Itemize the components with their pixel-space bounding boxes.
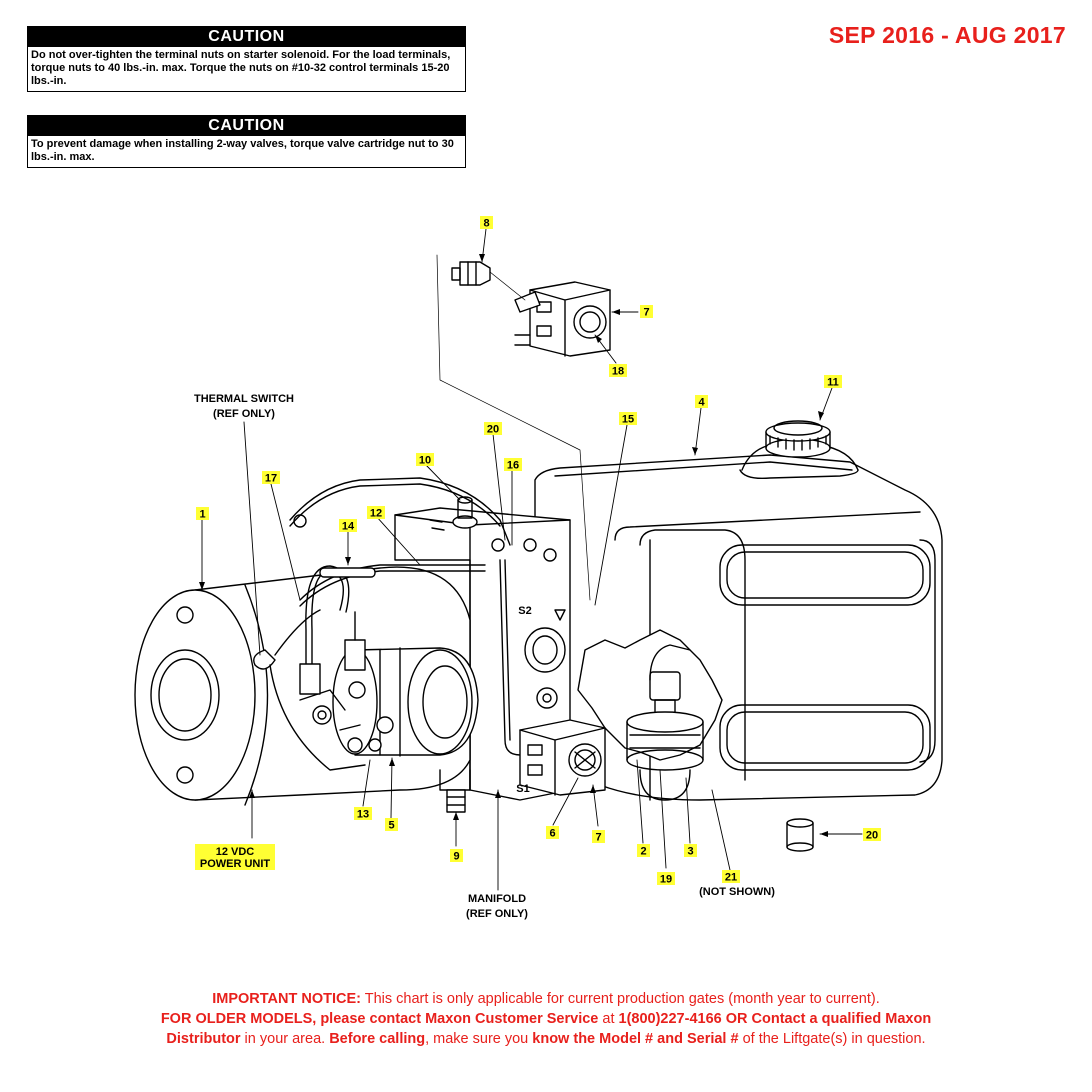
callout-17: 17 — [262, 471, 280, 485]
callout-5: 5 — [385, 818, 398, 832]
callout-9: 9 — [450, 849, 463, 863]
caution-title: CAUTION — [28, 116, 465, 136]
callout-14: 14 — [339, 519, 357, 533]
callout-2: 2 — [637, 844, 650, 858]
callout-1: 1 — [196, 507, 209, 521]
bottom-fitting — [439, 769, 471, 813]
callout-18: 18 — [609, 364, 627, 378]
callout-7-bottom: 7 — [592, 830, 605, 844]
notice-line-1: IMPORTANT NOTICE: This chart is only app… — [212, 991, 880, 1007]
caution-box-valve-torque: CAUTION To prevent damage when installin… — [27, 115, 466, 168]
callout-20-right: 20 — [863, 828, 881, 842]
callout-16: 16 — [504, 458, 522, 472]
svg-text:2: 2 — [640, 846, 646, 858]
explosion-guide-lines — [436, 254, 591, 601]
svg-text:3: 3 — [687, 846, 693, 858]
callout-11: 11 — [824, 375, 842, 389]
callout-6: 6 — [546, 826, 559, 840]
callout-20-top: 20 — [484, 422, 502, 436]
notice-line-2: FOR OLDER MODELS, please contact Maxon C… — [160, 1011, 932, 1027]
caution-title: CAUTION — [28, 27, 465, 47]
valve-s1 — [519, 719, 606, 796]
svg-text:11: 11 — [827, 377, 839, 389]
port-s2-label: S2 — [518, 605, 531, 617]
callout-3: 3 — [684, 844, 697, 858]
callout-numbers: 1 17 14 12 10 20 16 15 4 11 8 7 18 13 5 … — [196, 216, 881, 886]
callout-12: 12 — [367, 506, 385, 520]
callout-8: 8 — [480, 216, 493, 230]
svg-text:13: 13 — [357, 809, 369, 821]
callout-13: 13 — [354, 807, 372, 821]
svg-text:8: 8 — [483, 218, 489, 230]
callout-10: 10 — [416, 453, 434, 467]
svg-text:7: 7 — [595, 832, 601, 844]
svg-text:21: 21 — [725, 872, 737, 884]
caution-box-terminal-torque: CAUTION Do not over-tighten the terminal… — [27, 26, 466, 92]
svg-text:1: 1 — [199, 509, 205, 521]
not-shown-label: (NOT SHOWN) — [699, 886, 775, 898]
svg-text:20: 20 — [487, 424, 499, 436]
thermal-switch-label: THERMAL SWITCH — [194, 393, 294, 405]
callout-15: 15 — [619, 412, 637, 426]
spare-cap-20 — [786, 818, 814, 852]
thermal-switch-ref: (REF ONLY) — [213, 408, 275, 420]
power-unit-label: POWER UNIT — [200, 858, 271, 870]
svg-text:4: 4 — [698, 397, 705, 409]
svg-text:17: 17 — [265, 473, 277, 485]
starter-solenoid — [299, 647, 479, 757]
svg-text:20: 20 — [866, 830, 878, 842]
suction-filter-cutaway — [577, 629, 723, 801]
caution-text: Do not over-tighten the terminal nuts on… — [31, 49, 451, 87]
svg-text:10: 10 — [419, 455, 431, 467]
leader-arrowheads — [199, 254, 828, 837]
power-unit-voltage: 12 VDC — [216, 846, 255, 858]
svg-text:19: 19 — [660, 874, 672, 886]
port-s1-label: S1 — [516, 783, 529, 795]
power-unit-highlight — [195, 844, 275, 870]
date-range-title: SEP 2016 - AUG 2017 — [828, 22, 1066, 48]
callout-19: 19 — [657, 872, 675, 886]
svg-text:5: 5 — [388, 820, 394, 832]
svg-text:12: 12 — [370, 508, 382, 520]
svg-text:7: 7 — [643, 307, 649, 319]
reference-labels: THERMAL SWITCH (REF ONLY) 12 VDC POWER U… — [194, 393, 775, 920]
manifold-ref: (REF ONLY) — [466, 908, 528, 920]
caution-text: To prevent damage when installing 2-way … — [31, 138, 454, 163]
svg-text:9: 9 — [453, 851, 459, 863]
important-notice: IMPORTANT NOTICE: This chart is only app… — [0, 989, 1092, 1049]
svg-text:18: 18 — [612, 366, 624, 378]
battery-cables — [253, 477, 521, 771]
callout-21: 21 — [722, 870, 740, 884]
notice-line-3: Distributor in your area. Before calling… — [166, 1031, 926, 1047]
filler-breather-cap — [765, 420, 831, 458]
manifold-label: MANIFOLD — [468, 893, 526, 905]
exploded-valve-s2 — [451, 261, 611, 357]
callout-4: 4 — [695, 395, 708, 409]
svg-text:14: 14 — [342, 521, 355, 533]
svg-text:6: 6 — [549, 828, 555, 840]
svg-text:15: 15 — [622, 414, 634, 426]
svg-text:16: 16 — [507, 460, 519, 472]
callout-7-top: 7 — [640, 305, 653, 319]
